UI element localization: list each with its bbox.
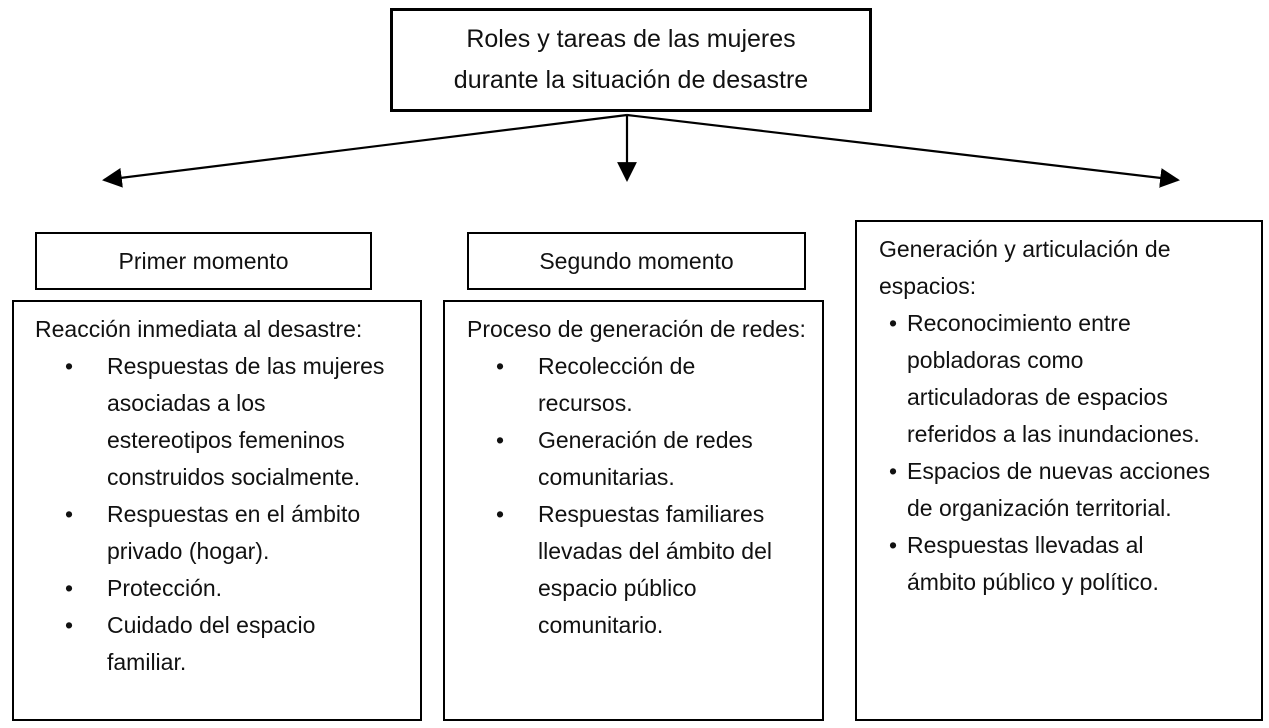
- bullet-icon: •: [889, 310, 898, 336]
- bullet-icon: •: [496, 427, 505, 453]
- bullet-icon: •: [65, 575, 74, 601]
- bullet-icon: •: [889, 532, 898, 558]
- content-intro: Proceso de generación de redes:: [467, 316, 806, 342]
- list-item-text: Espacios de nuevas acciones de organizac…: [907, 458, 1211, 521]
- list-item: • Respuestas en el ámbito privado (hogar…: [14, 496, 420, 570]
- content-intro: Generación y articulación de espacios:: [879, 236, 1171, 299]
- list-item-text: Respuestas de las mujeres asociadas a lo…: [107, 353, 385, 490]
- connector-arrow-right-icon: [626, 113, 1180, 188]
- list-item-text: Reconocimiento entre pobladoras como art…: [907, 310, 1200, 447]
- header-segundo-momento: Segundo momento: [467, 232, 806, 290]
- content-box-generacion-espacios: Generación y articulación de espacios: •…: [855, 220, 1263, 721]
- list-item: • Recolección de recursos.: [445, 348, 822, 422]
- list-item: • Protección.: [14, 570, 420, 607]
- list-item: • Generación de redes comunitarias.: [445, 422, 822, 496]
- branch-arrows: [102, 113, 1180, 188]
- connector-arrow-left-icon: [102, 113, 628, 188]
- list-item-text: Respuestas llevadas al ámbito público y …: [907, 532, 1159, 595]
- list-item-text: Recolección de recursos.: [538, 353, 696, 416]
- bullet-icon: •: [889, 458, 898, 484]
- list-item: • Espacios de nuevas acciones de organiz…: [857, 453, 1261, 527]
- bullet-icon: •: [65, 353, 74, 379]
- bullet-list: • Recolección de recursos. • Generación …: [445, 348, 822, 644]
- list-item-text: Protección.: [107, 575, 223, 601]
- list-item-text: Generación de redes comunitarias.: [538, 427, 753, 490]
- list-item: • Reconocimiento entre pobladoras como a…: [857, 305, 1261, 453]
- title-line-1: Roles y tareas de las mujeres: [466, 25, 796, 53]
- list-item-text: Respuestas en el ámbito privado (hogar).: [107, 501, 361, 564]
- title-line-2: durante la situación de desastre: [453, 66, 809, 94]
- bullet-list: • Respuestas de las mujeres asociadas a …: [14, 348, 420, 681]
- bullet-icon: •: [496, 501, 505, 527]
- content-intro: Reacción inmediata al desastre:: [35, 316, 363, 342]
- content-box-primer-momento: Reacción inmediata al desastre: • Respue…: [12, 300, 422, 721]
- content-box-segundo-momento: Proceso de generación de redes: • Recole…: [443, 300, 824, 721]
- bullet-icon: •: [496, 353, 505, 379]
- header-primer-momento: Primer momento: [35, 232, 372, 290]
- list-item: • Respuestas de las mujeres asociadas a …: [14, 348, 420, 496]
- list-item: • Respuestas llevadas al ámbito público …: [857, 527, 1261, 601]
- bullet-icon: •: [65, 612, 74, 638]
- list-item-text: Respuestas familiares llevadas del ámbit…: [538, 501, 772, 638]
- bullet-icon: •: [65, 501, 74, 527]
- list-item: • Cuidado del espacio familiar.: [14, 607, 420, 681]
- title-box: Roles y tareas de las mujeres durante la…: [390, 8, 872, 112]
- bullet-list: • Reconocimiento entre pobladoras como a…: [857, 305, 1261, 601]
- list-item: • Respuestas familiares llevadas del ámb…: [445, 496, 822, 644]
- list-item-text: Cuidado del espacio familiar.: [107, 612, 316, 675]
